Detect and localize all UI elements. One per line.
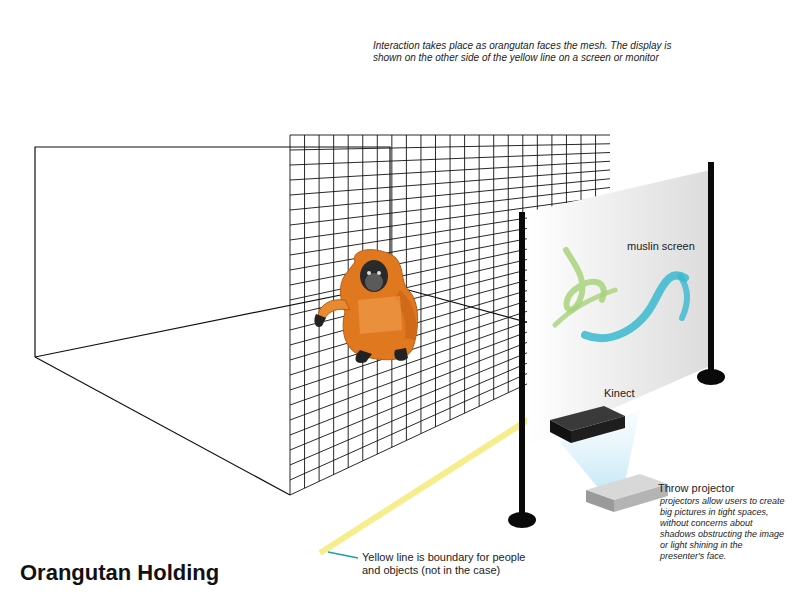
part-label: Throw projector — [658, 482, 788, 495]
orangutan — [314, 250, 417, 363]
muslin-screen — [527, 170, 710, 446]
title: Orangutan Holding — [20, 560, 219, 586]
kinect-device — [550, 406, 625, 443]
mesh-line — [290, 135, 610, 136]
part-note: projectors allow users to create big pic… — [660, 496, 788, 562]
part-label: muslin screen — [627, 240, 717, 253]
projected-image — [555, 250, 687, 338]
mesh-line — [290, 153, 610, 166]
note-text: Interaction takes place as orangutan fac… — [373, 40, 683, 64]
throw-projector — [586, 474, 668, 512]
leader-line — [328, 552, 358, 558]
mesh-line — [290, 144, 610, 150]
part-label: Kinect — [604, 387, 664, 400]
mesh-line — [290, 161, 610, 180]
mesh-line — [290, 170, 610, 195]
boundary-note: Yellow line is boundary for people and o… — [362, 551, 537, 577]
screen-poles — [508, 162, 725, 528]
